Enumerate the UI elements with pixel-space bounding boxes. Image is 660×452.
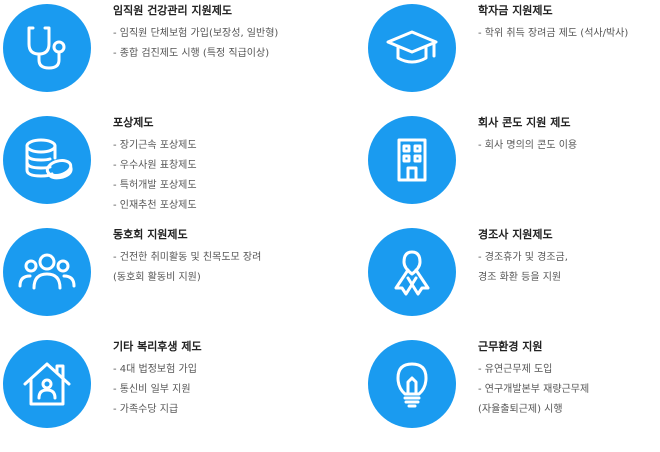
benefit-item: - 장기근속 포상제도 <box>113 140 197 151</box>
graduation-cap-icon <box>368 4 456 92</box>
benefit-title: 근무환경 지원 <box>478 340 543 353</box>
benefit-reward: 포상제도 - 장기근속 포상제도 - 우수사원 표창제도 - 특허개발 포상제도… <box>3 116 333 226</box>
benefit-item: - 종합 검진제도 시행 (특정 직급이상) <box>113 48 270 59</box>
ribbon-icon <box>368 228 456 316</box>
benefit-item: - 통신비 일부 지원 <box>113 384 191 395</box>
benefit-title: 동호회 지원제도 <box>113 228 188 241</box>
benefit-tuition: 학자금 지원제도 - 학위 취득 장려금 제도 (석사/박사) <box>368 4 660 114</box>
benefit-item: - 가족수당 지급 <box>113 404 179 415</box>
benefit-item: - 건전한 취미활동 및 친목도모 장려 <box>113 252 262 263</box>
benefit-item: - 4대 법정보험 가입 <box>113 364 197 375</box>
benefit-title: 기타 복리후생 제도 <box>113 340 202 353</box>
benefit-item: 경조 화환 등을 지원 <box>478 272 562 283</box>
benefit-item: - 학위 취득 장려금 제도 (석사/박사) <box>478 28 629 39</box>
lightbulb-icon <box>368 340 456 428</box>
coins-icon <box>3 116 91 204</box>
benefit-item: - 유연근무제 도입 <box>478 364 553 375</box>
benefit-title: 회사 콘도 지원 제도 <box>478 116 571 129</box>
benefit-condo: 회사 콘도 지원 제도 - 회사 명의의 콘도 이용 <box>368 116 660 226</box>
benefit-item: - 경조휴가 및 경조금, <box>478 252 568 263</box>
benefit-item: - 특허개발 포상제도 <box>113 180 197 191</box>
benefit-item: (동호회 활동비 지원) <box>113 272 201 283</box>
benefit-item: - 인재추천 포상제도 <box>113 200 197 211</box>
benefit-title: 포상제도 <box>113 116 154 129</box>
benefit-title: 경조사 지원제도 <box>478 228 553 241</box>
benefit-item: - 연구개발본부 재량근무제 <box>478 384 590 395</box>
home-icon <box>3 340 91 428</box>
benefit-item: - 임직원 단체보험 가입(보장성, 일반형) <box>113 28 279 39</box>
benefit-condolence: 경조사 지원제도 - 경조휴가 및 경조금, 경조 화환 등을 지원 <box>368 228 660 338</box>
building-icon <box>368 116 456 204</box>
benefit-title: 임직원 건강관리 지원제도 <box>113 4 232 17</box>
benefit-item: - 우수사원 표창제도 <box>113 160 197 171</box>
benefit-etc: 기타 복리후생 제도 - 4대 법정보험 가입 - 통신비 일부 지원 - 가족… <box>3 340 333 450</box>
benefit-health: 임직원 건강관리 지원제도 - 임직원 단체보험 가입(보장성, 일반형) - … <box>3 4 333 114</box>
group-icon <box>3 228 91 316</box>
benefit-work-environment: 근무환경 지원 - 유연근무제 도입 - 연구개발본부 재량근무제 (자율출퇴근… <box>368 340 660 450</box>
stethoscope-icon <box>3 4 91 92</box>
benefit-club: 동호회 지원제도 - 건전한 취미활동 및 친목도모 장려 (동호회 활동비 지… <box>3 228 333 338</box>
benefit-item: - 회사 명의의 콘도 이용 <box>478 140 578 151</box>
benefit-title: 학자금 지원제도 <box>478 4 553 17</box>
benefit-item: (자율출퇴근제) 시행 <box>478 404 563 415</box>
